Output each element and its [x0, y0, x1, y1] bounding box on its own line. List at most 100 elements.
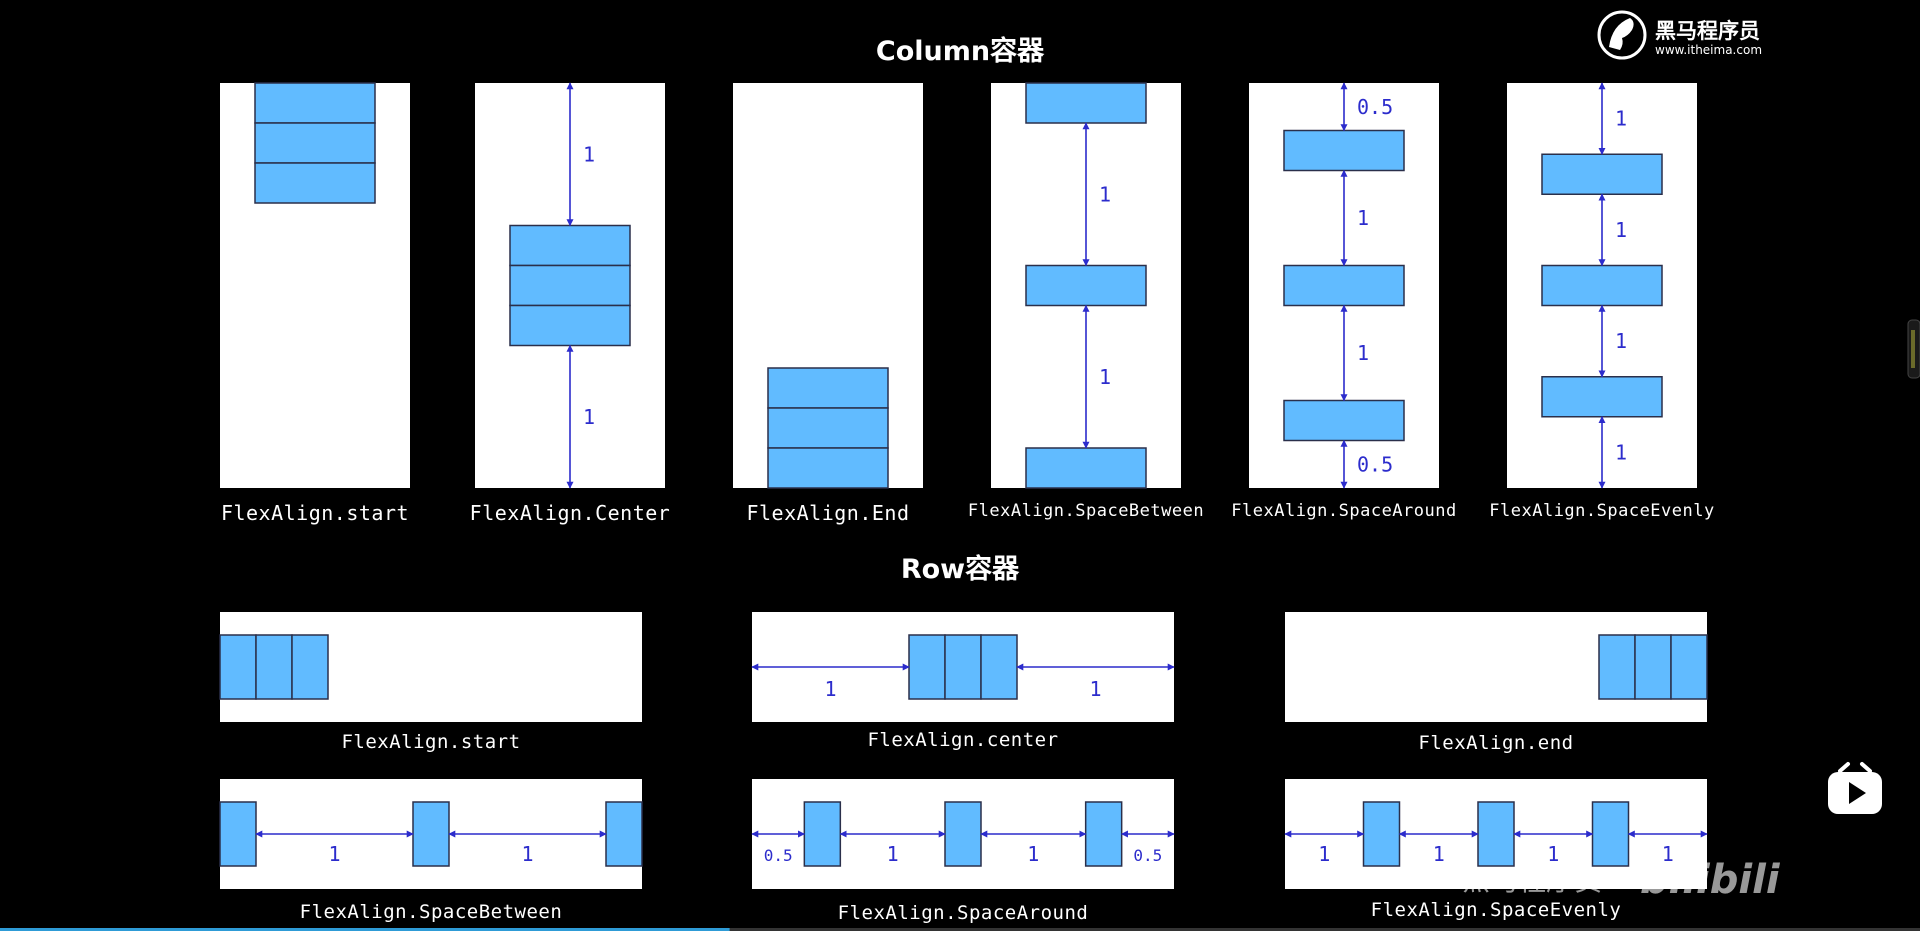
child-block [219, 634, 257, 700]
diagram-caption: FlexAlign.SpaceBetween [968, 501, 1204, 521]
spacing-label: 1 [583, 405, 595, 429]
diagram-caption: FlexAlign.center [867, 729, 1058, 751]
child-block [1541, 153, 1663, 195]
child-block [1670, 634, 1708, 700]
diagram-caption: FlexAlign.SpaceEvenly [1371, 899, 1622, 921]
row-section-title: Row容器 [901, 553, 1020, 585]
spacing-label: 1 [1027, 842, 1039, 866]
child-block [254, 122, 376, 164]
child-block [1541, 264, 1663, 307]
child-block [255, 634, 293, 700]
child-block [1477, 801, 1515, 867]
spacing-label: 1 [1099, 182, 1111, 206]
spacing-label: 1 [887, 842, 899, 866]
child-block [767, 447, 889, 489]
spacing-label: 1 [328, 842, 340, 866]
diagram-caption: FlexAlign.start [221, 501, 409, 525]
column-section-title: Column容器 [876, 35, 1045, 67]
child-block [1025, 264, 1147, 307]
watermark: 黑马程序员 bilibili [1462, 857, 1781, 903]
child-block [509, 264, 631, 307]
child-block [509, 224, 631, 267]
child-block [944, 634, 982, 700]
child-block [980, 634, 1018, 700]
child-block [605, 801, 643, 867]
child-block [944, 801, 982, 867]
spacing-label: 1 [521, 842, 533, 866]
brand-logo: 黑马程序员 www.itheima.com [1597, 10, 1762, 60]
diagram-caption: FlexAlign.SpaceBetween [300, 901, 563, 923]
child-block [1362, 801, 1401, 867]
spacing-label: 1 [583, 142, 595, 166]
child-block [1025, 82, 1147, 124]
spacing-label: 1 [1615, 107, 1627, 131]
spacing-label: 0.5 [1357, 452, 1393, 476]
diagram-caption: FlexAlign.Center [470, 501, 671, 525]
diagram-caption: FlexAlign.SpaceEvenly [1489, 501, 1714, 521]
child-block [1283, 264, 1405, 307]
child-block [1025, 447, 1147, 489]
spacing-label: 0.5 [764, 846, 793, 865]
row-end: FlexAlign.end [1285, 612, 1708, 754]
horse-head-shape [1609, 18, 1634, 50]
brand-name: 黑马程序员 [1655, 19, 1760, 43]
spacing-label: 1 [1433, 842, 1445, 866]
video-progress-bar[interactable] [0, 928, 1920, 931]
spacing-label: 1 [824, 677, 836, 701]
diagram-caption: FlexAlign.SpaceAround [838, 902, 1089, 924]
side-handle[interactable] [1907, 319, 1920, 379]
col-end: FlexAlign.End [733, 83, 923, 525]
child-block [1283, 129, 1405, 172]
watermark-text: 黑马程序员 [1462, 864, 1602, 897]
spacing-label: 1 [1615, 440, 1627, 464]
child-block [767, 367, 889, 409]
spacing-label: 1 [1547, 842, 1559, 866]
child-block [219, 801, 257, 867]
watermark-bilibili-logo: bilibili [1640, 857, 1781, 903]
diagram-caption: FlexAlign.End [746, 501, 909, 525]
spacing-label: 1 [1099, 365, 1111, 389]
diagram-caption: FlexAlign.SpaceAround [1231, 501, 1456, 521]
horse-icon [1597, 10, 1647, 60]
col-start: FlexAlign.start [220, 82, 410, 525]
spacing-label: 1 [1615, 218, 1627, 242]
spacing-label: 0.5 [1133, 846, 1162, 865]
diagram-caption: FlexAlign.start [341, 731, 520, 753]
child-block [908, 634, 946, 700]
diagram-caption: FlexAlign.end [1418, 732, 1573, 754]
child-block [254, 162, 376, 204]
child-block [1541, 376, 1663, 418]
spacing-label: 1 [1357, 341, 1369, 365]
child-block [1283, 399, 1405, 442]
spacing-label: 1 [1089, 677, 1101, 701]
child-block [291, 634, 329, 700]
child-block [1084, 801, 1123, 867]
spacing-label: 1 [1357, 206, 1369, 230]
video-progress-fill [0, 928, 730, 931]
child-block [412, 801, 450, 867]
spacing-label: 1 [1615, 329, 1627, 353]
spacing-label: 1 [1662, 842, 1674, 866]
child-block [1591, 801, 1630, 867]
child-block [803, 801, 842, 867]
brand-url: www.itheima.com [1655, 43, 1762, 57]
spacing-label: 1 [1318, 842, 1330, 866]
child-block [1634, 634, 1672, 700]
bilibili-tv-icon[interactable] [1828, 762, 1882, 814]
row-start: FlexAlign.start [219, 612, 642, 753]
child-block [254, 82, 376, 124]
child-block [1598, 634, 1636, 700]
spacing-label: 0.5 [1357, 95, 1393, 119]
child-block [767, 407, 889, 449]
child-block [509, 304, 631, 347]
